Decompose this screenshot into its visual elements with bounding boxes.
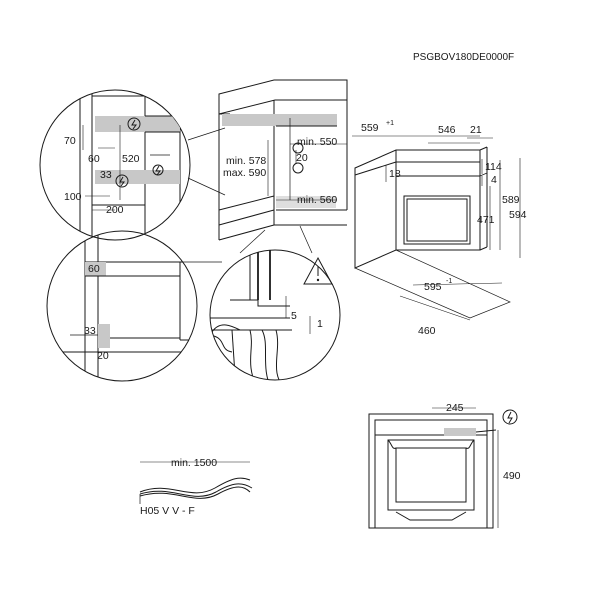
cable-drawing: min. 1500 H05 V V - F [139,457,253,517]
dim-559-tol: +1 [386,120,394,127]
dim-589: 589 [502,194,520,206]
cable-length-label: min. 1500 [171,457,217,469]
dim-min-550: min. 550 [297,136,337,148]
power-icon [502,409,518,425]
connection-drawing: 245 490 [368,402,521,529]
power-icon [152,164,164,176]
dim-559: 559 [361,122,379,134]
cable-type-label: H05 V V - F [140,505,195,517]
dim-min-560: min. 560 [297,194,337,206]
mount-detail: 5 1 [209,225,341,381]
dim-base-20: 20 [97,350,109,362]
warning-icon [303,256,333,285]
dim-21: 21 [470,124,482,136]
dim-20: 20 [296,152,308,164]
dim-70: 70 [64,135,76,147]
dim-4: 4 [491,174,497,186]
dim-460: 460 [418,325,436,337]
power-icon [127,117,141,131]
dim-max-590: max. 590 [223,167,266,179]
dim-min-578: min. 578 [226,155,266,167]
dim-245: 245 [446,402,464,414]
dim-base-60: 60 [88,263,100,275]
dim-mount-5: 5 [291,310,297,322]
power-icon [115,174,129,188]
dim-520: 520 [122,153,140,165]
dim-471: 471 [477,214,495,226]
dim-114: 114 [485,161,502,173]
dim-100: 100 [64,191,82,203]
niche-drawing: min. 550 20 min. 578 max. 590 min. 560 [218,79,348,241]
detail-circle-cabinet [39,89,191,241]
oven-drawing: 559 +1 546 21 18 114 4 589 594 471 595 -… [352,120,527,337]
dim-mount-1: 1 [317,318,323,330]
detail-circle-base [46,230,198,382]
dim-490: 490 [503,470,521,482]
dim-546: 546 [438,124,456,136]
dim-595-tol: -1 [446,278,452,285]
dim-base-33: 33 [84,325,96,337]
dim-60: 60 [88,153,100,165]
model-code: PSGBOV180DE0000F [413,52,514,63]
cabinet-detail: 70 60 520 33 100 200 [39,89,191,241]
dim-33: 33 [100,169,112,181]
base-detail: 60 33 20 [46,230,222,382]
dim-18: 18 [389,168,401,180]
dim-595: 595 [424,281,442,293]
dim-200: 200 [106,204,124,216]
detail-circle-mount [209,249,341,381]
dim-594: 594 [509,209,527,221]
